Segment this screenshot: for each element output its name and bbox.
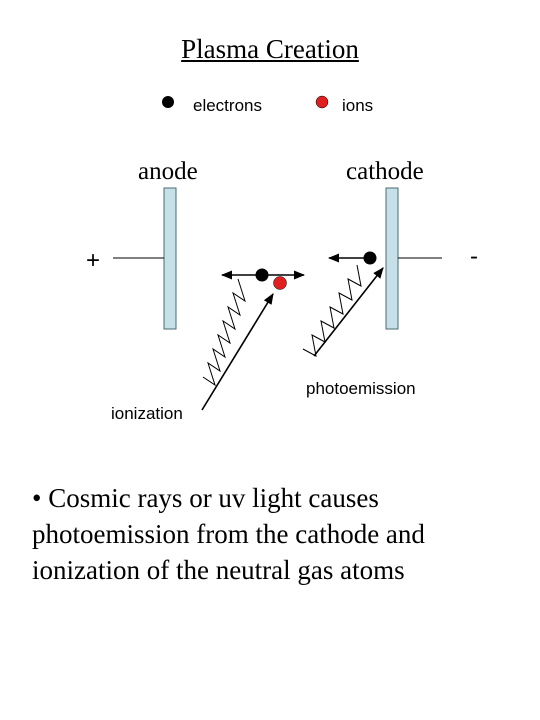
anode-plate xyxy=(163,187,177,330)
legend-ions-label: ions xyxy=(342,96,374,115)
photoemission-wave xyxy=(302,264,362,357)
cathode-sign: - xyxy=(470,243,478,270)
emitted-electron-particle xyxy=(363,251,377,265)
legend-electrons-label: electrons xyxy=(193,96,262,115)
ion-particle xyxy=(273,276,287,290)
anode-label: anode xyxy=(138,158,198,185)
legend-electron-dot xyxy=(162,96,174,108)
electron-particle xyxy=(255,268,269,282)
photoemission-ray xyxy=(313,267,384,357)
cathode-label: cathode xyxy=(346,158,424,185)
anode-sign: + xyxy=(86,247,101,274)
ionization-label: ionization xyxy=(111,404,183,423)
cathode-plate xyxy=(385,187,399,330)
ionization-wave xyxy=(202,278,246,387)
legend-ion-dot xyxy=(315,95,329,109)
ionization-ray xyxy=(201,293,274,411)
page-title: Plasma Creation xyxy=(181,34,359,64)
photoemission-label: photoemission xyxy=(306,379,416,398)
description-text: • Cosmic rays or uv light causes photoem… xyxy=(32,483,425,585)
